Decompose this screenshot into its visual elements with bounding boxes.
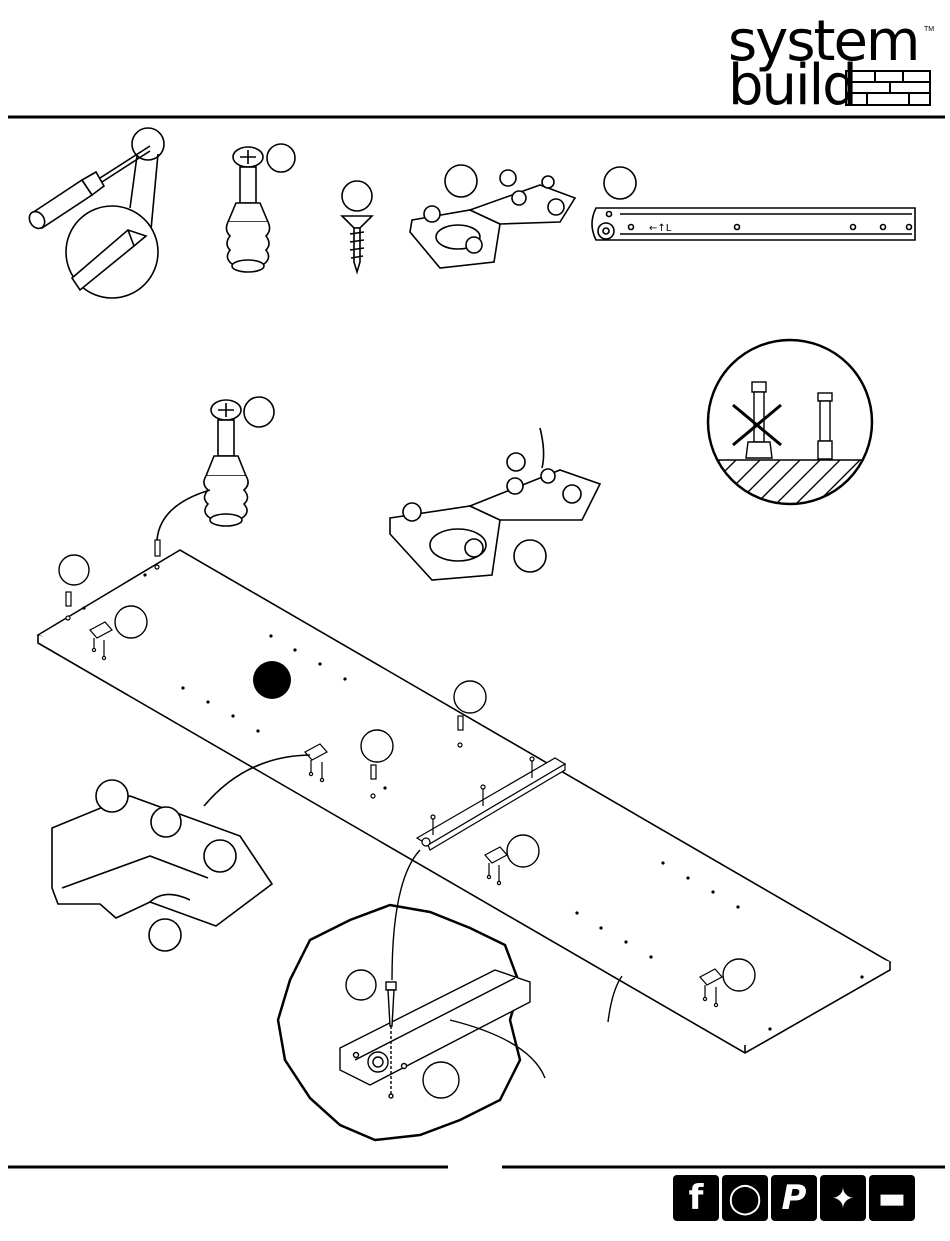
drawer-slide-icon: ←↑L [592,167,915,240]
pinterest-icon[interactable]: P [771,1175,817,1221]
cam-bolt-icon [226,144,295,272]
locator-dot [253,661,291,699]
hinge-detail [390,428,600,580]
slide-marking: ←↑L [649,223,672,234]
wood-screw-icon [342,181,372,272]
youtube-icon[interactable]: ▬ [869,1175,915,1221]
hinge-icon [410,165,575,268]
twitter-icon[interactable]: ✦ [820,1175,866,1221]
facebook-icon[interactable]: f [673,1175,719,1221]
warning-callout [706,340,874,504]
screwdriver-icon [26,128,164,298]
instagram-icon[interactable]: ◯ [722,1175,768,1221]
hinge-plate-detail [52,755,310,951]
cam-bolt-detail [157,397,274,540]
social-links: f ◯ P ✦ ▬ [673,1175,915,1221]
